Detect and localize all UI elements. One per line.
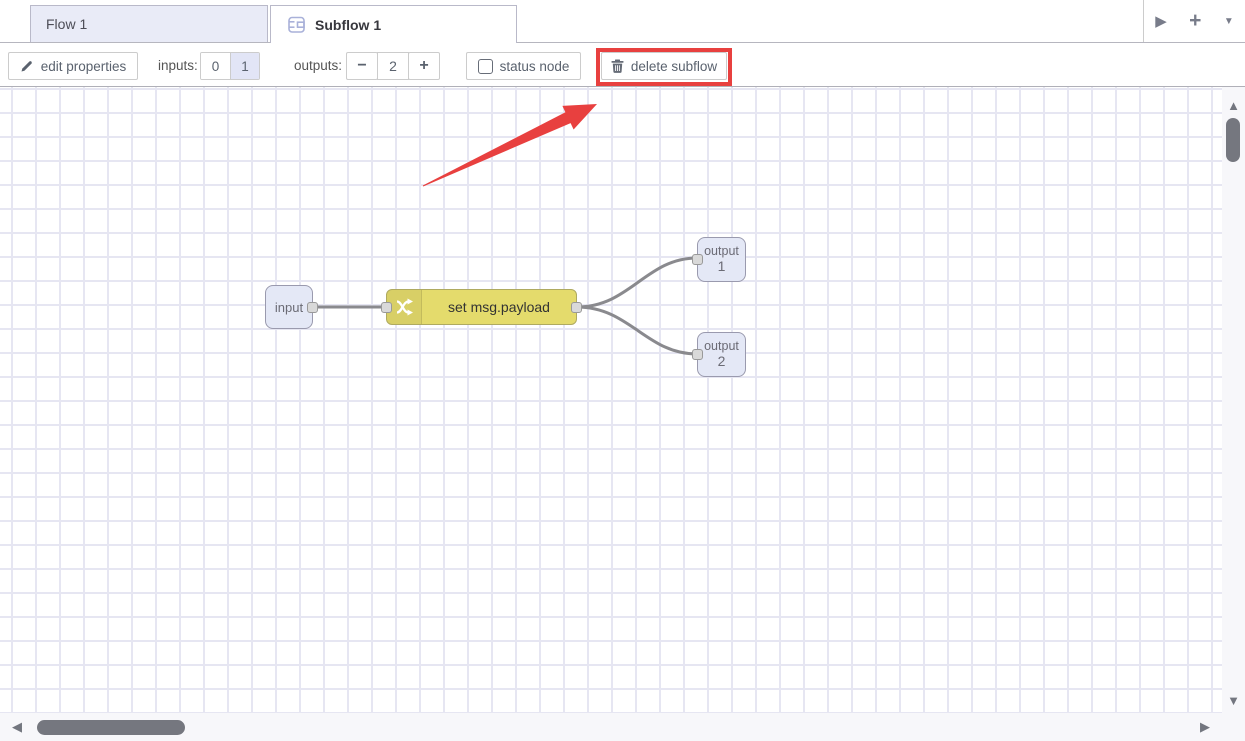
edit-properties-button[interactable]: edit properties xyxy=(8,52,138,80)
status-node-button[interactable]: status node xyxy=(466,52,581,80)
status-node-checkbox[interactable] xyxy=(477,58,493,74)
input-node-output-port[interactable] xyxy=(307,301,318,313)
inputs-option-0[interactable]: 0 xyxy=(201,53,230,79)
subflow-output-2-number: 2 xyxy=(717,352,726,369)
status-node-label: status node xyxy=(499,58,570,74)
trash-icon xyxy=(611,59,624,73)
add-flow-icon[interactable]: + xyxy=(1189,8,1202,32)
subflow-output-1-node[interactable]: output 1 xyxy=(692,237,746,282)
pencil-icon xyxy=(20,59,34,73)
tab-subflow-1[interactable]: Subflow 1 xyxy=(270,5,517,43)
subflow-output-1-number: 1 xyxy=(717,257,726,274)
inputs-toggle: 0 1 xyxy=(200,52,260,80)
subflow-toolbar: edit properties inputs: 0 1 outputs: − 2… xyxy=(0,43,1245,87)
outputs-increment-button[interactable]: + xyxy=(408,52,440,80)
outputs-value: 2 xyxy=(377,52,409,80)
tab-flow-1-label: Flow 1 xyxy=(46,16,88,32)
vertical-scrollbar[interactable]: ▲ ▼ xyxy=(1222,87,1245,713)
tab-menu-caret-icon[interactable]: ▼ xyxy=(1223,15,1234,27)
change-node-label: set msg.payload xyxy=(448,299,550,315)
shuffle-icon xyxy=(387,290,422,324)
subflow-icon xyxy=(287,16,306,34)
workspace-tabbar: Flow 1 Subflow 1 ▶ + ▼ xyxy=(0,0,1245,43)
subflow-output-2-label: output xyxy=(704,338,739,353)
edit-properties-label: edit properties xyxy=(40,58,127,74)
change-node-output-port[interactable] xyxy=(571,301,582,313)
horizontal-scrollbar[interactable]: ◀ ▶ xyxy=(0,713,1222,741)
subflow-input-node[interactable]: input xyxy=(265,285,318,329)
output-2-input-port[interactable] xyxy=(692,349,703,360)
scroll-left-icon[interactable]: ◀ xyxy=(12,719,22,734)
change-node[interactable]: set msg.payload xyxy=(381,289,582,325)
wire-change-to-output2[interactable] xyxy=(575,305,699,356)
outputs-label: outputs: xyxy=(294,57,343,73)
inputs-option-1[interactable]: 1 xyxy=(230,53,259,79)
subflow-input-label: input xyxy=(274,299,304,315)
subflow-output-2-node[interactable]: output 2 xyxy=(692,332,746,377)
outputs-stepper: − 2 + xyxy=(346,52,440,80)
horizontal-scrollbar-thumb[interactable] xyxy=(37,720,185,735)
outputs-decrement-button[interactable]: − xyxy=(346,52,378,80)
change-node-input-port[interactable] xyxy=(381,301,392,313)
scroll-right-icon[interactable]: ▶ xyxy=(1200,719,1210,734)
scrollbar-corner xyxy=(1222,713,1245,741)
vertical-scrollbar-thumb[interactable] xyxy=(1226,118,1240,162)
wire-layer xyxy=(311,104,699,356)
wire-change-to-output1[interactable] xyxy=(575,256,699,309)
tabbar-actions: ▶ + ▼ xyxy=(1143,0,1245,42)
inputs-label: inputs: xyxy=(158,57,198,73)
annotation-arrow xyxy=(422,104,597,187)
delete-subflow-label: delete subflow xyxy=(630,58,718,74)
output-1-input-port[interactable] xyxy=(692,254,703,265)
tab-flow-1[interactable]: Flow 1 xyxy=(30,5,268,42)
flow-canvas[interactable]: input set msg.payload output 1 output xyxy=(0,87,1222,713)
tab-scroll-right-icon[interactable]: ▶ xyxy=(1155,13,1167,30)
scroll-up-icon[interactable]: ▲ xyxy=(1227,98,1240,113)
delete-subflow-button[interactable]: delete subflow xyxy=(601,52,727,80)
subflow-output-1-label: output xyxy=(704,243,739,258)
scroll-down-icon[interactable]: ▼ xyxy=(1227,693,1240,708)
tab-subflow-1-label: Subflow 1 xyxy=(315,16,382,33)
